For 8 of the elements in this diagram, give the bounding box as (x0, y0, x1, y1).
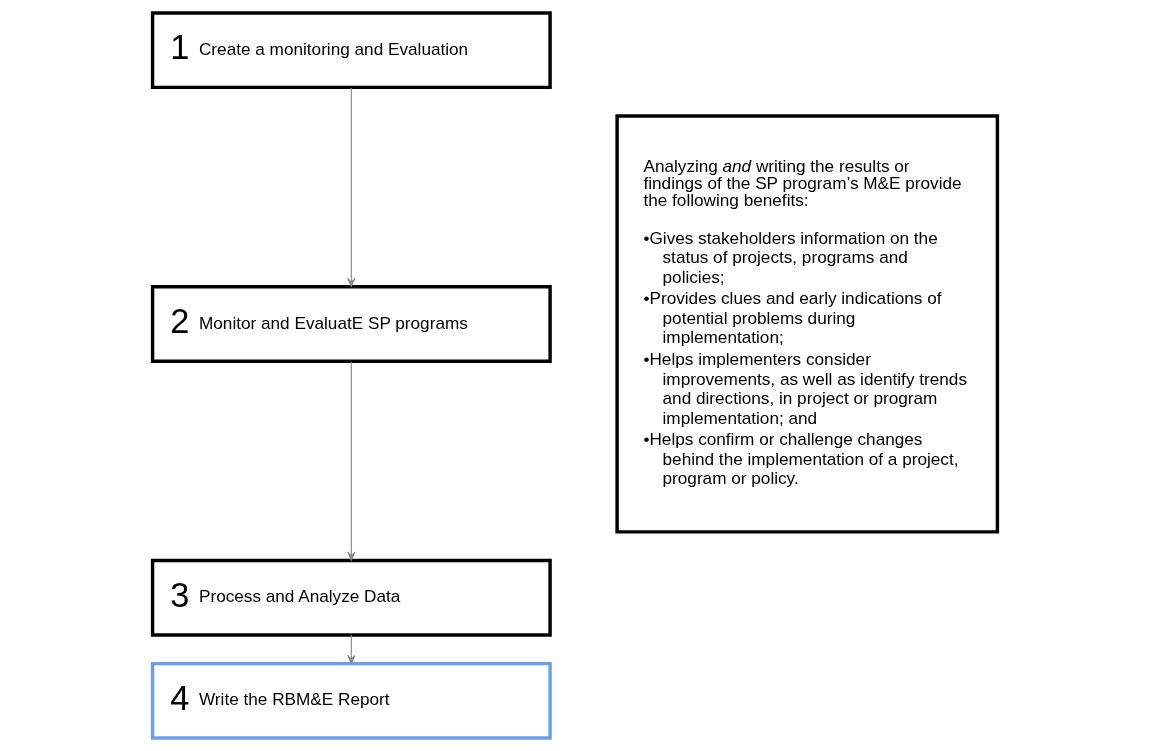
node-box: Analyzing and writing the results or findings of the SP program’s M&E provide the following benefits: •Gives stakeholders information on the status of projects, programs and policies; •Provides clues and early indications of potential problems during implementation; •Helps implementers consider improvements, as well as identify trends and directions, in project or program implementation; and •Helps confirm or challenge changes behind the implementation of a project, program or policy. (615, 114, 1000, 534)
arrow (347, 634, 356, 664)
arrow (347, 87, 356, 287)
node-box: 3 Process and Analyze Data (150, 558, 552, 637)
node-box: 2 Monitor and EvaluatE SP programs (150, 285, 552, 363)
node-box: 4 Write the RBM&E Report (150, 661, 552, 740)
node-box: 1 Create a monitoring and Evaluation (150, 11, 552, 90)
arrow (347, 361, 356, 561)
